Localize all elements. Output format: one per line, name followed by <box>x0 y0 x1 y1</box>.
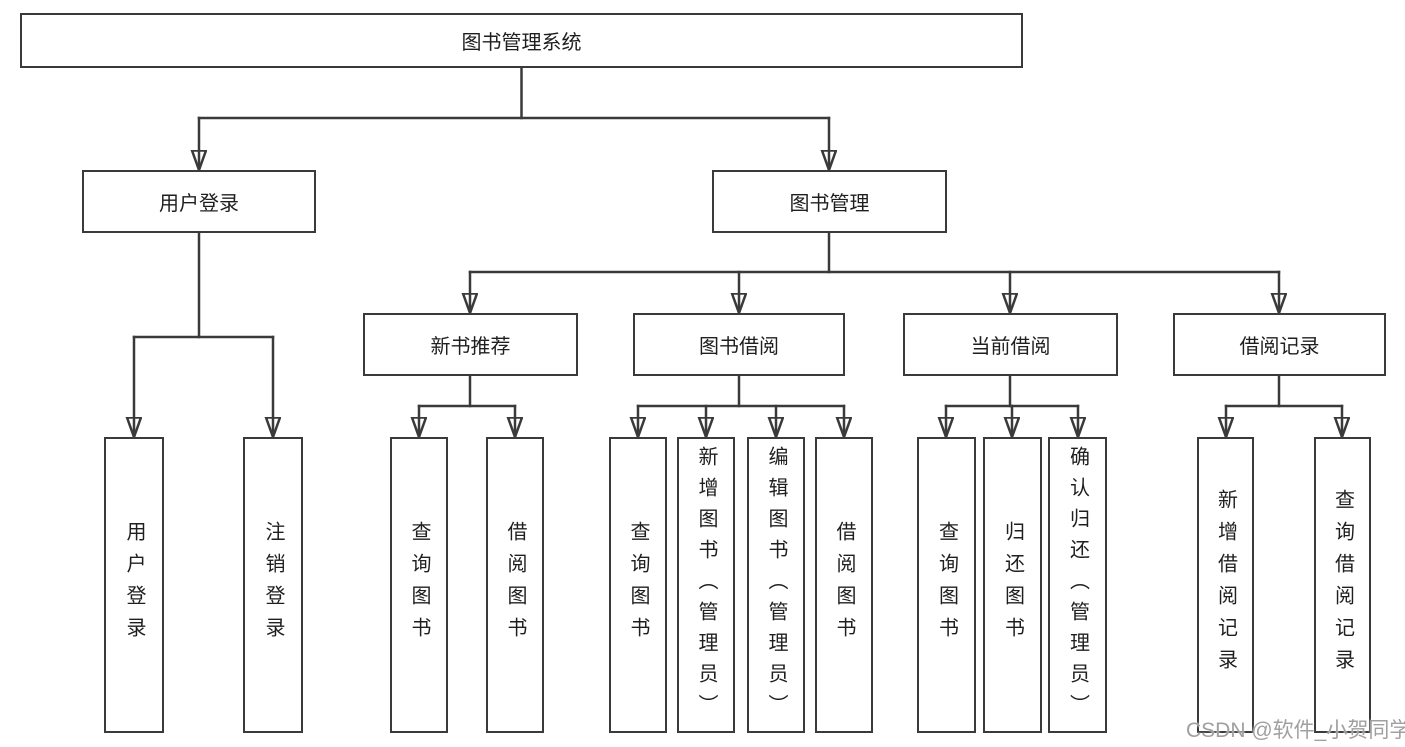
leaf-query-borrow-record: 查询借阅记录 <box>1314 437 1371 733</box>
leaf-confirm-return-admin-label: 确认归还（管理员） <box>1066 445 1089 725</box>
node-book-management: 图书管理 <box>712 170 947 233</box>
leaf-return-books-label: 归还图书 <box>1001 521 1024 649</box>
watermark-csdn: CSDN @软件_小贺同学 <box>1186 719 1405 742</box>
leaf-edit-book-admin-label: 编辑图书（管理员） <box>765 445 787 725</box>
leaf-query-books-recommend-label: 查询图书 <box>408 521 430 649</box>
leaf-query-books-recommend: 查询图书 <box>390 437 448 733</box>
leaf-edit-book-admin: 编辑图书（管理员） <box>747 437 805 733</box>
leaf-query-books-current: 查询图书 <box>917 437 976 733</box>
leaf-add-borrow-record-label: 新增借阅记录 <box>1214 489 1237 681</box>
leaf-borrow-books-recommend: 借阅图书 <box>486 437 544 733</box>
leaf-add-book-admin-label: 新增图书（管理员） <box>695 445 717 725</box>
node-book-borrowing: 图书借阅 <box>633 313 845 376</box>
leaf-borrow-books-borrowing-label: 借阅图书 <box>833 521 855 649</box>
leaf-borrow-books-borrowing: 借阅图书 <box>815 437 873 733</box>
leaf-add-borrow-record: 新增借阅记录 <box>1197 437 1254 733</box>
node-borrowing-records: 借阅记录 <box>1173 313 1386 376</box>
node-current-borrowing: 当前借阅 <box>903 313 1118 376</box>
leaf-query-books-borrowing-label: 查询图书 <box>627 521 649 649</box>
node-new-book-recommend-label: 新书推荐 <box>430 336 511 358</box>
leaf-query-borrow-record-label: 查询借阅记录 <box>1331 489 1354 681</box>
leaf-logout: 注销登录 <box>243 437 303 733</box>
node-new-book-recommend: 新书推荐 <box>363 313 578 376</box>
node-user-login: 用户登录 <box>82 170 316 233</box>
leaf-query-books-borrowing: 查询图书 <box>609 437 667 733</box>
node-book-borrowing-label: 图书借阅 <box>699 336 779 358</box>
node-user-login-label: 用户登录 <box>159 193 239 215</box>
node-book-management-label: 图书管理 <box>789 193 870 215</box>
leaf-logout-label: 注销登录 <box>262 521 284 649</box>
leaf-add-book-admin: 新增图书（管理员） <box>677 437 735 733</box>
node-root-label: 图书管理系统 <box>461 32 582 54</box>
leaf-user-login: 用户登录 <box>104 437 164 733</box>
node-root: 图书管理系统 <box>20 13 1023 68</box>
leaf-query-books-current-label: 查询图书 <box>935 521 958 649</box>
leaf-confirm-return-admin: 确认归还（管理员） <box>1048 437 1107 733</box>
node-current-borrowing-label: 当前借阅 <box>970 336 1051 358</box>
leaf-borrow-books-recommend-label: 借阅图书 <box>504 521 526 649</box>
node-borrowing-records-label: 借阅记录 <box>1239 336 1320 358</box>
leaf-return-books: 归还图书 <box>983 437 1042 733</box>
leaf-user-login-label: 用户登录 <box>123 521 145 649</box>
